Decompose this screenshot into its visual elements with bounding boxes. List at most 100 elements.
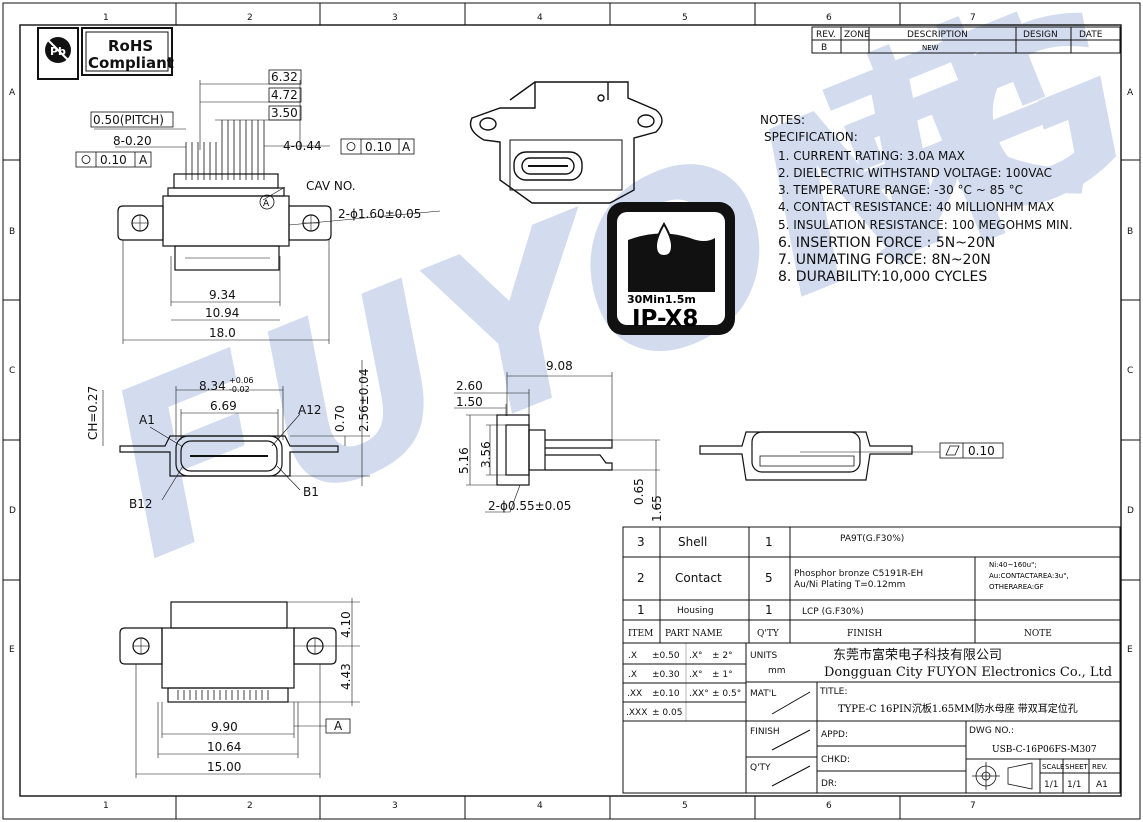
bom-finish-3: PA9T(G.F30%) <box>840 534 904 544</box>
dim-9-08: 9.08 <box>546 359 573 373</box>
tol-right-ref: A <box>402 140 411 154</box>
ip-badge-small: 30Min1.5m <box>627 293 696 306</box>
tol-left-ref: A <box>139 153 148 167</box>
title-label: TITLE: <box>819 687 847 697</box>
bottom-view-dims: 4.10 4.43 9.90 10.64 15.00 A <box>207 611 353 774</box>
tol-ang-val-1: ± 2° <box>712 651 733 661</box>
ip-rating-badge: 30Min1.5m IP-X8 <box>607 202 735 335</box>
company-cn: 东莞市富荣电子科技有限公司 <box>833 647 1002 663</box>
sheet-value: 1/1 <box>1067 780 1081 790</box>
dim-4-10: 4.10 <box>339 611 353 638</box>
zone-top-6: 6 <box>826 13 832 23</box>
tol-ang-2: .X° <box>689 670 703 680</box>
dim-4-72: 4.72 <box>271 88 298 102</box>
zone-top-2: 2 <box>247 13 253 23</box>
cav-mark: A <box>263 199 270 209</box>
dim-pin-dia: 2-ϕ0.55±0.05 <box>488 499 571 513</box>
top-view-dims: 6.32 4.72 3.50 0.50(PITCH) 8-0.20 4-0.44… <box>75 69 421 340</box>
title-block-grid <box>622 642 1121 794</box>
drawing-number-label: DWG NO.: <box>969 726 1014 736</box>
note-3: 3. TEMPERATURE RANGE: -30 °C ~ 85 °C <box>778 183 1023 197</box>
sheet-label: SHEET <box>1065 763 1089 771</box>
zone-right-d: D <box>1127 506 1134 516</box>
dim-10-64: 10.64 <box>207 740 241 754</box>
dim-9-90: 9.90 <box>211 720 238 734</box>
units-label: UNITS <box>750 651 777 661</box>
zone-top-1: 1 <box>103 13 109 23</box>
tol-ang-val-2: ± 1° <box>712 670 733 680</box>
drawing-title: TYPE-C 16PIN沉板1.65MM防水母座 带双耳定位孔 <box>838 702 1078 715</box>
approved-label: APPD: <box>821 730 848 740</box>
rev-header-description: DESCRIPTION <box>907 30 968 40</box>
rev-value: B <box>821 43 827 53</box>
dim-1-50: 1.50 <box>456 395 483 409</box>
zone-top-5: 5 <box>682 13 688 23</box>
finish-label: FINISH <box>750 727 780 737</box>
flatness-value: 0.10 <box>968 444 995 458</box>
projection-symbol <box>972 762 1033 790</box>
tol-ang-3: .XX° <box>689 689 709 699</box>
tol-ang-val-3: ± 0.5° <box>712 689 741 699</box>
bom-qty-3: 1 <box>765 535 773 549</box>
dim-15-00: 15.00 <box>207 760 241 774</box>
title-block: .X ±0.50 .X° ± 2° .X ±0.30 .X° ± 1° .XX … <box>626 647 1112 790</box>
dim-chamfer: CH=0.27 <box>86 386 100 440</box>
bom-finish-2a: Phosphor bronze C5191R-EH <box>794 569 923 579</box>
bom-header-part-name: PART NAME <box>665 629 722 639</box>
bom-name-3: Shell <box>678 535 707 549</box>
side-view <box>454 372 660 513</box>
dim-2-60: 2.60 <box>456 379 483 393</box>
rev-header-design: DESIGN <box>1023 30 1058 40</box>
zone-top-4: 4 <box>537 13 543 23</box>
company-en: Dongguan City FUYON Electronics Co., Ltd <box>824 665 1112 680</box>
zone-bottom-7: 7 <box>970 801 976 811</box>
bom-item-1: 1 <box>637 603 645 617</box>
dim-4-pins: 4-0.44 <box>283 139 322 153</box>
dim-0-65: 0.65 <box>632 478 646 505</box>
bom-item-3: 3 <box>637 535 645 549</box>
bom-finish-2b: Au/Ni Plating T=0.12mm <box>794 580 905 590</box>
tol-lin-2: .X <box>628 670 637 680</box>
dim-5-16: 5.16 <box>457 447 471 474</box>
dim-8-34: 8.34 <box>199 379 226 393</box>
bom-item-2: 2 <box>637 571 645 585</box>
zone-bottom-6: 6 <box>826 801 832 811</box>
tol-lin-4: .XXX <box>626 708 647 718</box>
dim-8-34-tol-up: +0.06 <box>229 376 254 385</box>
dim-2-56: 2.56±0.04 <box>357 369 371 433</box>
bom-table: 3 Shell 1 PA9T(G.F30%) 2 Contact 5 Phosp… <box>628 534 1069 639</box>
bom-note-2a: Ni:40~160u"; <box>989 561 1037 569</box>
zone-right-c: C <box>1127 366 1133 376</box>
note-8: 8. DURABILITY:10,000 CYCLES <box>778 269 987 285</box>
dim-6-69: 6.69 <box>210 399 237 413</box>
scale-label: SCALE <box>1042 763 1064 771</box>
dim-3-50: 3.50 <box>271 106 298 120</box>
zone-left-b: B <box>9 227 15 237</box>
flatness-callout: 0.10 <box>939 442 1004 459</box>
revision-table-text: REV. ZONE DESCRIPTION DESIGN DATE B NEW <box>816 30 1103 53</box>
tol-lin-val-1: ±0.50 <box>652 651 680 661</box>
side-view-dims: 9.08 2.60 1.50 5.16 3.56 0.65 1.65 2-ϕ0.… <box>456 359 664 522</box>
drawn-label: DR: <box>821 779 837 789</box>
dim-holes: 2-ϕ1.60±0.05 <box>338 207 421 221</box>
rev-description: NEW <box>922 44 939 52</box>
bottom-view <box>119 598 360 778</box>
tol-lin-3: .XX <box>627 689 642 699</box>
tol-lin-1: .X <box>628 651 637 661</box>
label-a1: A1 <box>139 413 155 427</box>
zone-left-a: A <box>9 88 16 98</box>
zone-left-e: E <box>9 645 15 655</box>
note-6: 6. INSERTION FORCE : 5N~20N <box>778 235 995 251</box>
note-7: 7. UNMATING FORCE: 8N~20N <box>778 252 991 268</box>
rev-header-rev: REV. <box>816 30 836 40</box>
cav-label: CAV NO. <box>306 179 356 193</box>
bom-qty-1: 1 <box>765 603 773 617</box>
rohs-line1: RoHS <box>108 37 153 55</box>
bom-header-item: ITEM <box>628 629 653 639</box>
zone-right-b: B <box>1127 227 1133 237</box>
scale-value: 1/1 <box>1044 780 1058 790</box>
note-5: 5. INSULATION RESISTANCE: 100 MEGOHMS MI… <box>778 218 1073 232</box>
zone-top-7: 7 <box>970 13 976 23</box>
dim-pitch: 0.50(PITCH) <box>93 113 164 127</box>
